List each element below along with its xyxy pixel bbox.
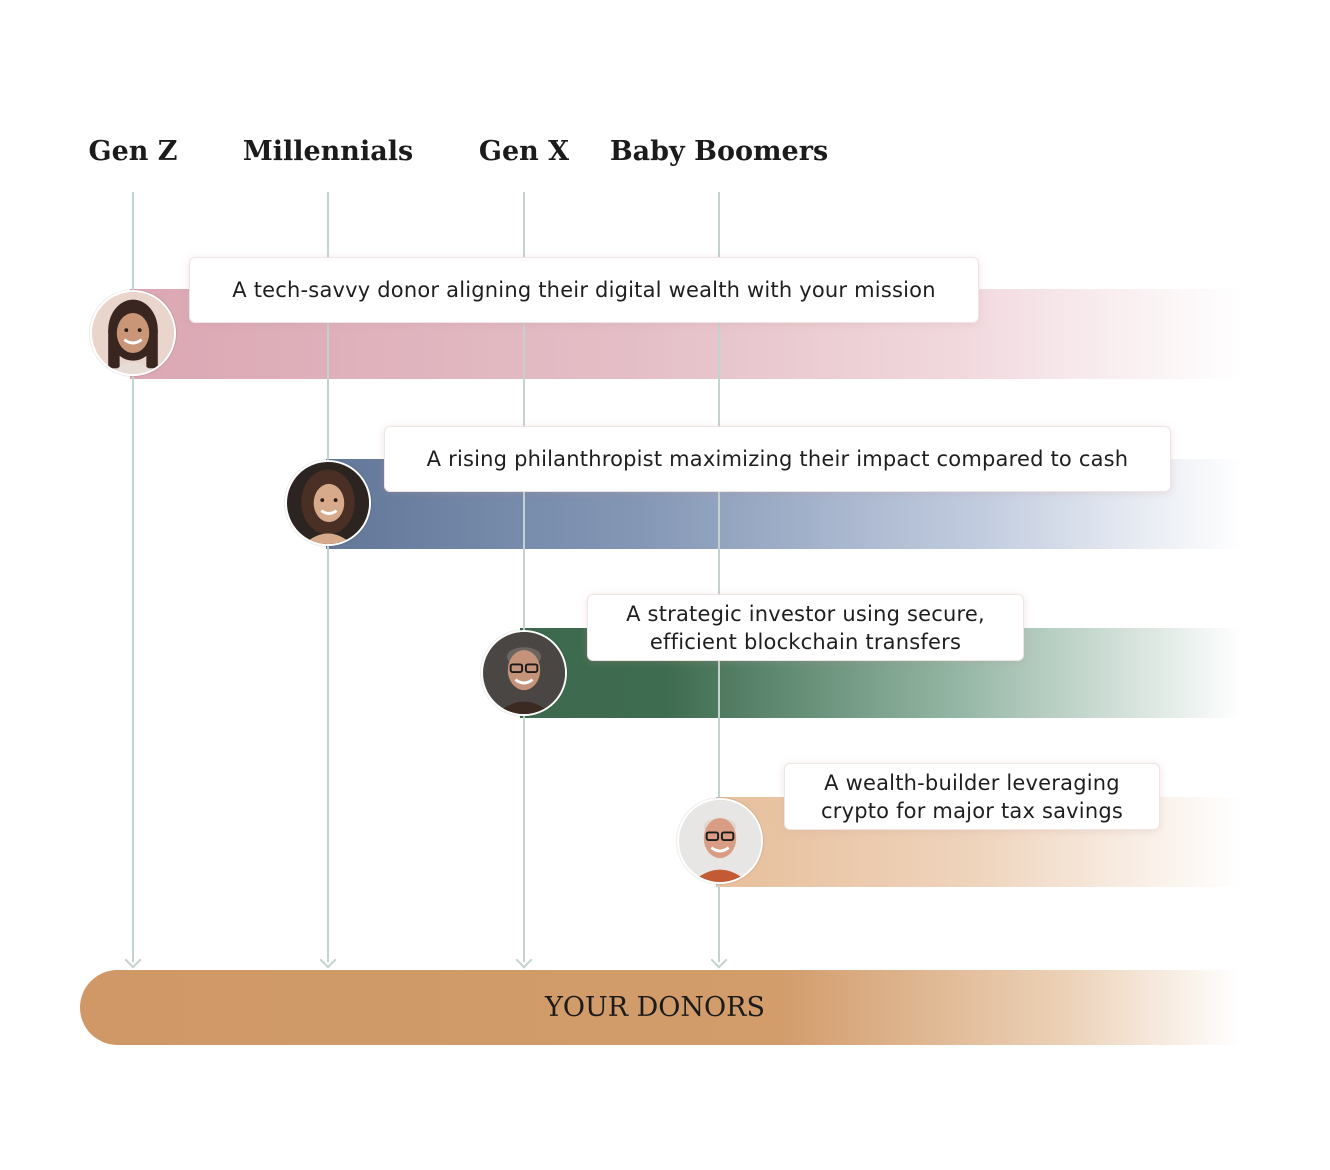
young-woman-avatar	[90, 290, 176, 376]
millennials-line	[327, 192, 329, 962]
man-glasses-avatar	[481, 630, 567, 716]
gen-z-description: A tech-savvy donor aligning their digita…	[232, 278, 936, 302]
millennials-arrow-icon	[319, 951, 337, 969]
gen-z-header: Gen Z	[88, 136, 178, 167]
baby-boomers-line	[718, 192, 720, 962]
gen-x-header: Gen X	[478, 136, 570, 167]
millennials-description: A rising philanthropist maximizing their…	[426, 447, 1129, 471]
your-donors-label: YOUR DONORS	[545, 992, 765, 1023]
baby-boomers-callout: A wealth-builder leveraging crypto for m…	[784, 763, 1160, 830]
gen-x-callout: A strategic investor using secure, effic…	[587, 594, 1024, 661]
gen-x-arrow-icon	[515, 951, 533, 969]
gen-x-line	[523, 192, 525, 962]
baby-boomers-arrow-icon	[710, 951, 728, 969]
older-man-glasses-avatar	[677, 798, 763, 884]
gen-x-description-line2: efficient blockchain transfers	[649, 629, 962, 654]
gen-z-line	[132, 192, 134, 962]
gen-x-description-line1: A strategic investor using secure,	[626, 601, 985, 626]
your-donors-bar: YOUR DONORS	[80, 970, 1240, 1045]
baby-boomers-description-line2: crypto for major tax savings	[820, 798, 1124, 823]
millennials-callout: A rising philanthropist maximizing their…	[384, 426, 1171, 492]
baby-boomers-description-line1: A wealth-builder leveraging	[824, 770, 1120, 795]
baby-boomers-header: Baby Boomers	[609, 136, 829, 167]
millennials-header: Millennials	[242, 136, 414, 167]
gen-z-callout: A tech-savvy donor aligning their digita…	[189, 257, 979, 323]
gen-z-arrow-icon	[124, 951, 142, 969]
woman-avatar	[285, 460, 371, 546]
